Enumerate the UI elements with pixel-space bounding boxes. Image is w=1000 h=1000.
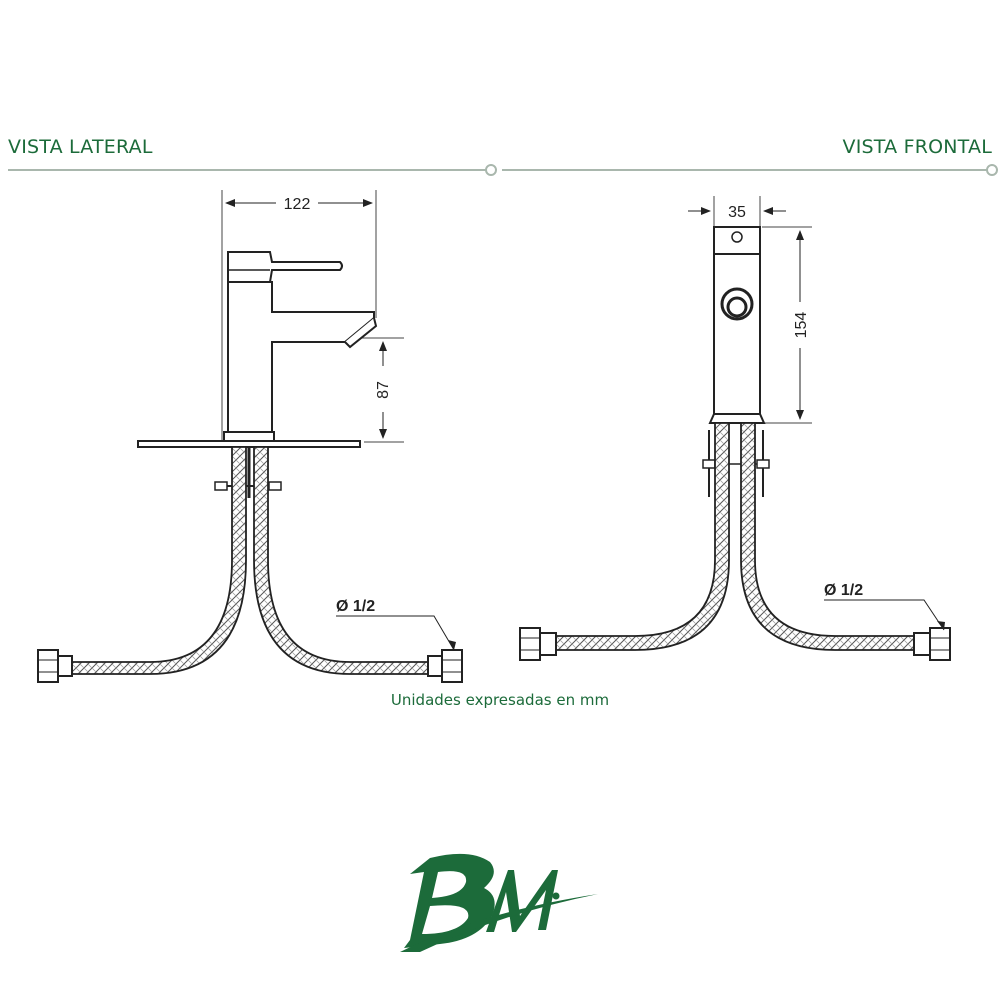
lateral-counter-plate — [137, 440, 361, 448]
lateral-hose-right — [253, 446, 429, 675]
frontal-aerator — [720, 287, 754, 321]
frontal-height-dimension — [762, 226, 812, 424]
frontal-view-title: VISTA FRONTAL — [842, 136, 992, 158]
frontal-hose-nut-right — [913, 627, 951, 661]
frontal-hose-left — [555, 422, 730, 651]
frontal-mounting-stud — [702, 430, 770, 497]
frontal-faucet-body — [713, 253, 761, 415]
lateral-mounting-stud — [214, 447, 282, 498]
frontal-hose-nut-left — [519, 627, 557, 661]
lateral-base-collar — [223, 431, 275, 442]
lateral-aerator — [344, 317, 378, 349]
frontal-width-label: 35 — [728, 204, 746, 221]
bm-logo — [400, 853, 598, 952]
lateral-view-title: VISTA LATERAL — [8, 136, 153, 158]
lateral-height-label: 87 — [375, 381, 392, 399]
section-rules — [8, 164, 998, 176]
frontal-connection-leader — [824, 599, 945, 631]
frontal-base-collar — [708, 413, 766, 424]
lateral-view — [37, 190, 463, 683]
frontal-hose-right — [740, 422, 915, 651]
units-note: Unidades expresadas en mm — [390, 691, 610, 709]
frontal-height-label: 154 — [793, 312, 810, 339]
lateral-hose-nut-right — [427, 649, 463, 683]
right-rule-end-dot — [986, 164, 998, 176]
lateral-hose-nut-left — [37, 649, 73, 683]
frontal-connection-label: Ø 1/2 — [824, 582, 863, 599]
lateral-faucet-body — [227, 281, 375, 433]
lateral-handle — [227, 251, 343, 283]
lateral-connection-label: Ø 1/2 — [336, 598, 375, 615]
lateral-width-label: 122 — [284, 196, 311, 213]
left-rule-end-dot — [485, 164, 497, 176]
lateral-width-dimension — [221, 190, 377, 440]
lateral-connection-leader — [336, 615, 456, 651]
frontal-view — [519, 196, 951, 661]
frontal-width-dimension — [688, 196, 786, 228]
lateral-hose-left — [71, 446, 247, 675]
